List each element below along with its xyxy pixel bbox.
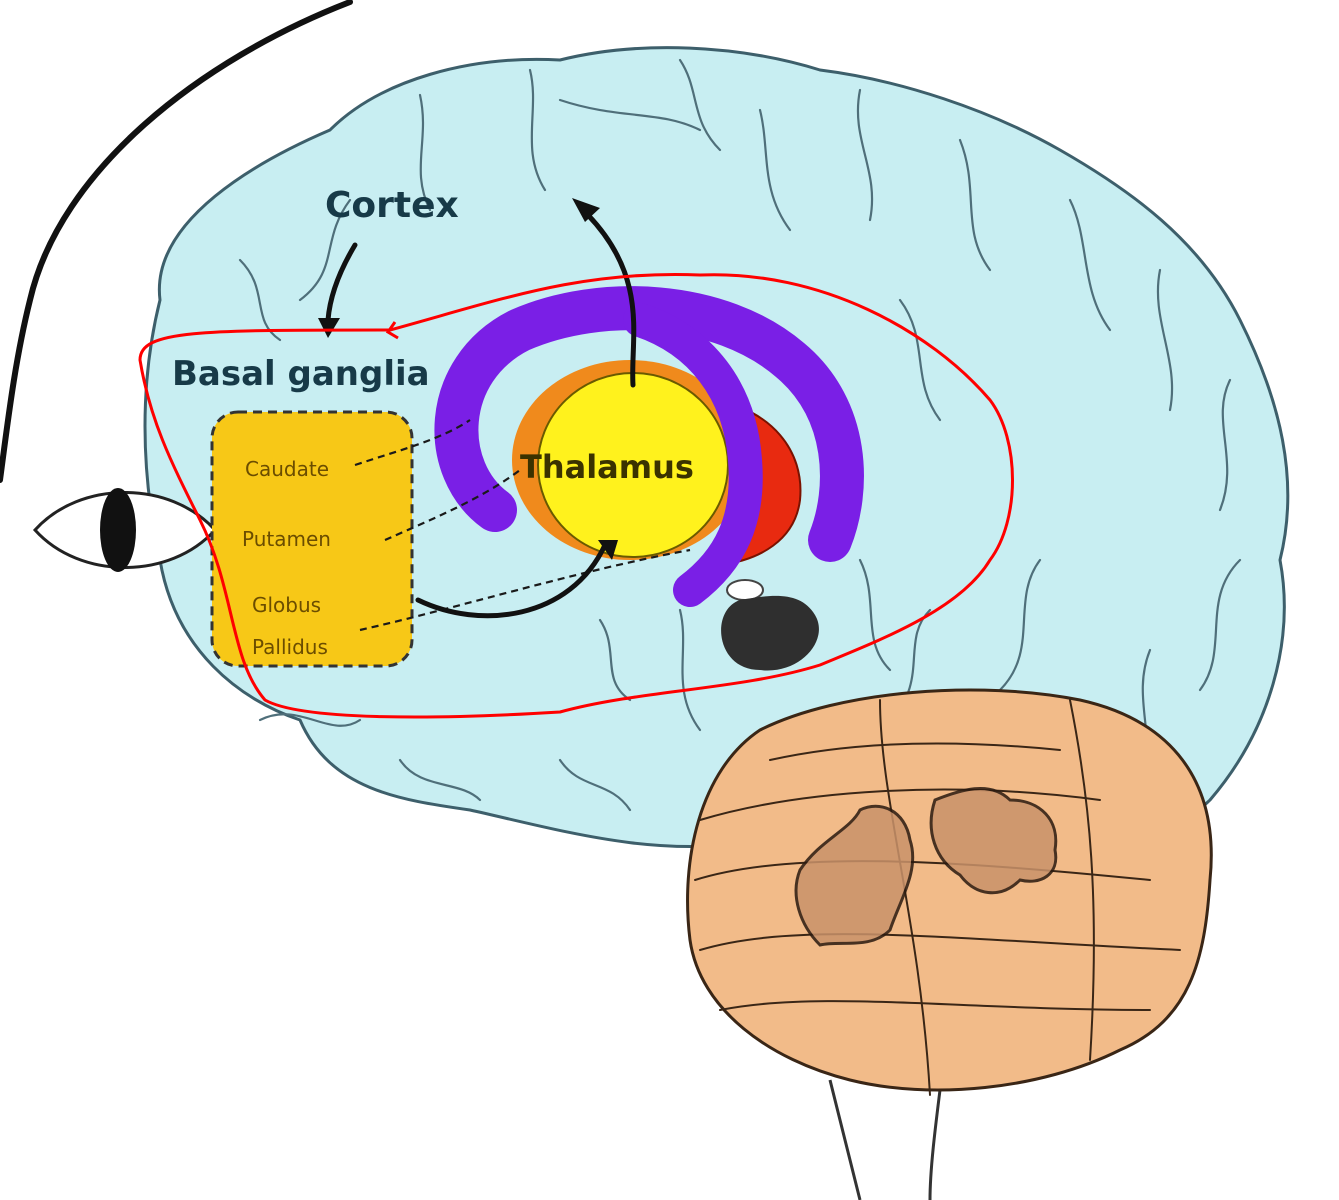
cortex-folds	[238, 58, 1242, 812]
caudate-arc-inner	[623, 303, 763, 607]
head-profile-outline	[0, 0, 353, 483]
cerebellum-lesion-right	[929, 786, 1058, 895]
cortex-label: Cortex	[325, 185, 459, 226]
thalamus-label: Thalamus	[520, 448, 694, 486]
putamen-label: Putamen	[242, 527, 331, 551]
basal-ganglia-label: Basal ganglia	[172, 354, 430, 394]
highlight-outline	[138, 272, 1014, 719]
cortex-to-basal-arrow	[325, 242, 358, 323]
cerebellum	[686, 688, 1213, 1096]
highlight-outline-tick	[385, 321, 399, 340]
pathway-arrows	[318, 198, 637, 619]
caudate-arcs	[434, 286, 864, 607]
thalamus-to-cortex-arrow	[585, 212, 637, 388]
leader-lines	[354, 419, 691, 632]
caudate-label: Caudate	[245, 457, 329, 481]
small-structures	[721, 579, 819, 671]
globus-to-thalamus-arrowhead	[598, 540, 618, 560]
globus-label: Globus	[252, 593, 321, 617]
thalamus-to-cortex-arrowhead	[572, 198, 600, 222]
brain-stem	[828, 1079, 942, 1200]
cerebellum-lesion-left	[794, 804, 915, 947]
globus-to-thalamus-arrow	[415, 542, 608, 619]
basal-ganglia-box	[210, 410, 414, 668]
pallidus-label: Pallidus	[252, 635, 328, 659]
cortex-to-basal-arrowhead	[318, 318, 340, 338]
